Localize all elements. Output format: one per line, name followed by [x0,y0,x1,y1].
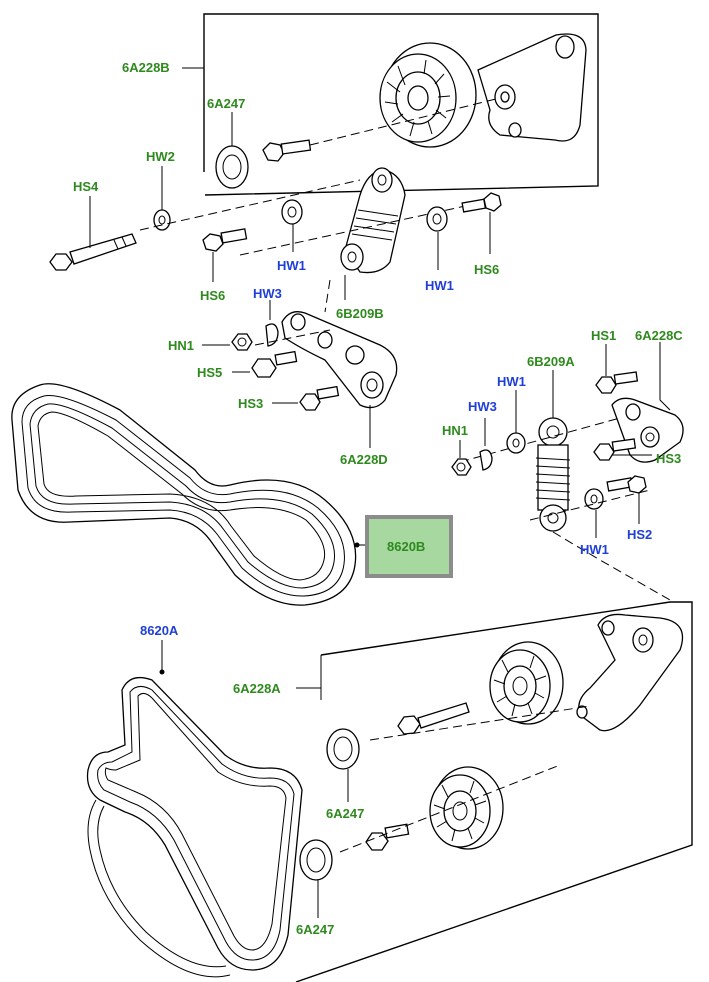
label-6b209a[interactable]: 6B209A [527,354,575,369]
hw1-washer-right-lower [584,488,604,510]
hw2-washer [153,209,171,231]
bottom-cap-lower [299,839,333,881]
label-hw2[interactable]: HW2 [146,149,175,164]
label-6b209b[interactable]: 6B209B [336,306,384,321]
label-6a228d[interactable]: 6A228D [340,452,388,467]
belt-8620b [11,383,357,606]
bottom-idler-pulley-lower [429,766,504,850]
hs3-bolt-left [299,385,340,411]
top-idler-group [182,13,599,196]
label-hs5[interactable]: HS5 [197,365,222,380]
hs6-bolt-left [202,228,248,252]
belt-8620b-highlight[interactable] [365,515,453,578]
hw1-washer-left [281,199,303,225]
label-hs1[interactable]: HS1 [591,328,616,343]
top-bracket [477,33,587,142]
label-hn1-right[interactable]: HN1 [442,423,468,438]
hw1-washer-right-upper [506,432,526,454]
label-hw3-top[interactable]: HW3 [253,286,282,301]
bottom-idler-group [295,601,693,982]
hs1-bolt [595,371,639,394]
bottom-short-bolt [365,823,410,851]
label-hs2[interactable]: HS2 [627,527,652,542]
label-6a247-bottom-2[interactable]: 6A247 [296,922,334,937]
label-hs4[interactable]: HS4 [73,179,99,194]
label-hs3-top[interactable]: HS3 [238,396,263,411]
bottom-bracket [576,613,684,732]
label-6a247-top[interactable]: 6A247 [207,96,245,111]
bottom-long-bolt [397,702,470,735]
labels: 6A228B 6A247 HW2 HS4 HW1 HW1 HS6 HS6 HW3… [73,60,683,937]
hs3-bolt-right [593,438,637,461]
label-hs6-left[interactable]: HS6 [200,288,225,303]
label-hs6-right[interactable]: HS6 [474,262,499,277]
label-hs3-right[interactable]: HS3 [656,451,681,466]
hw3-washer-left [265,323,279,347]
label-hw1-top-left[interactable]: HW1 [277,258,306,273]
label-hw1-right-bottom[interactable]: HW1 [580,542,609,557]
top-cap [215,145,249,189]
hs4-bolt [49,233,137,271]
hw1-washer-right [426,206,448,232]
label-hw1-right-top[interactable]: HW1 [497,374,526,389]
right-tensioner [535,417,571,532]
hw3-washer-right [479,449,493,471]
label-6a228a[interactable]: 6A228A [233,681,281,696]
label-6a228b[interactable]: 6A228B [122,60,170,75]
label-6a247-bottom-1[interactable]: 6A247 [326,806,364,821]
top-idler-pulley [379,42,477,148]
label-8620a[interactable]: 8620A [140,623,179,638]
hs2-bolt [606,475,647,494]
bottom-cap-upper [326,728,360,770]
hs5-bolt [251,350,298,378]
top-bolt [262,139,312,162]
bottom-idler-pulley-upper [489,641,564,725]
hn1-nut-right [451,458,472,476]
hn1-nut-left [231,333,253,351]
label-8620b[interactable]: 8620B [387,539,425,554]
bracket-6a228d [281,311,398,409]
label-hw1-top-right[interactable]: HW1 [425,278,454,293]
label-6a228c[interactable]: 6A228C [635,328,683,343]
belt-8620a [86,676,303,978]
label-hn1-top[interactable]: HN1 [168,338,194,353]
top-tensioner [340,167,406,274]
hs6-bolt-right [461,192,502,213]
label-hw3-right[interactable]: HW3 [468,399,497,414]
